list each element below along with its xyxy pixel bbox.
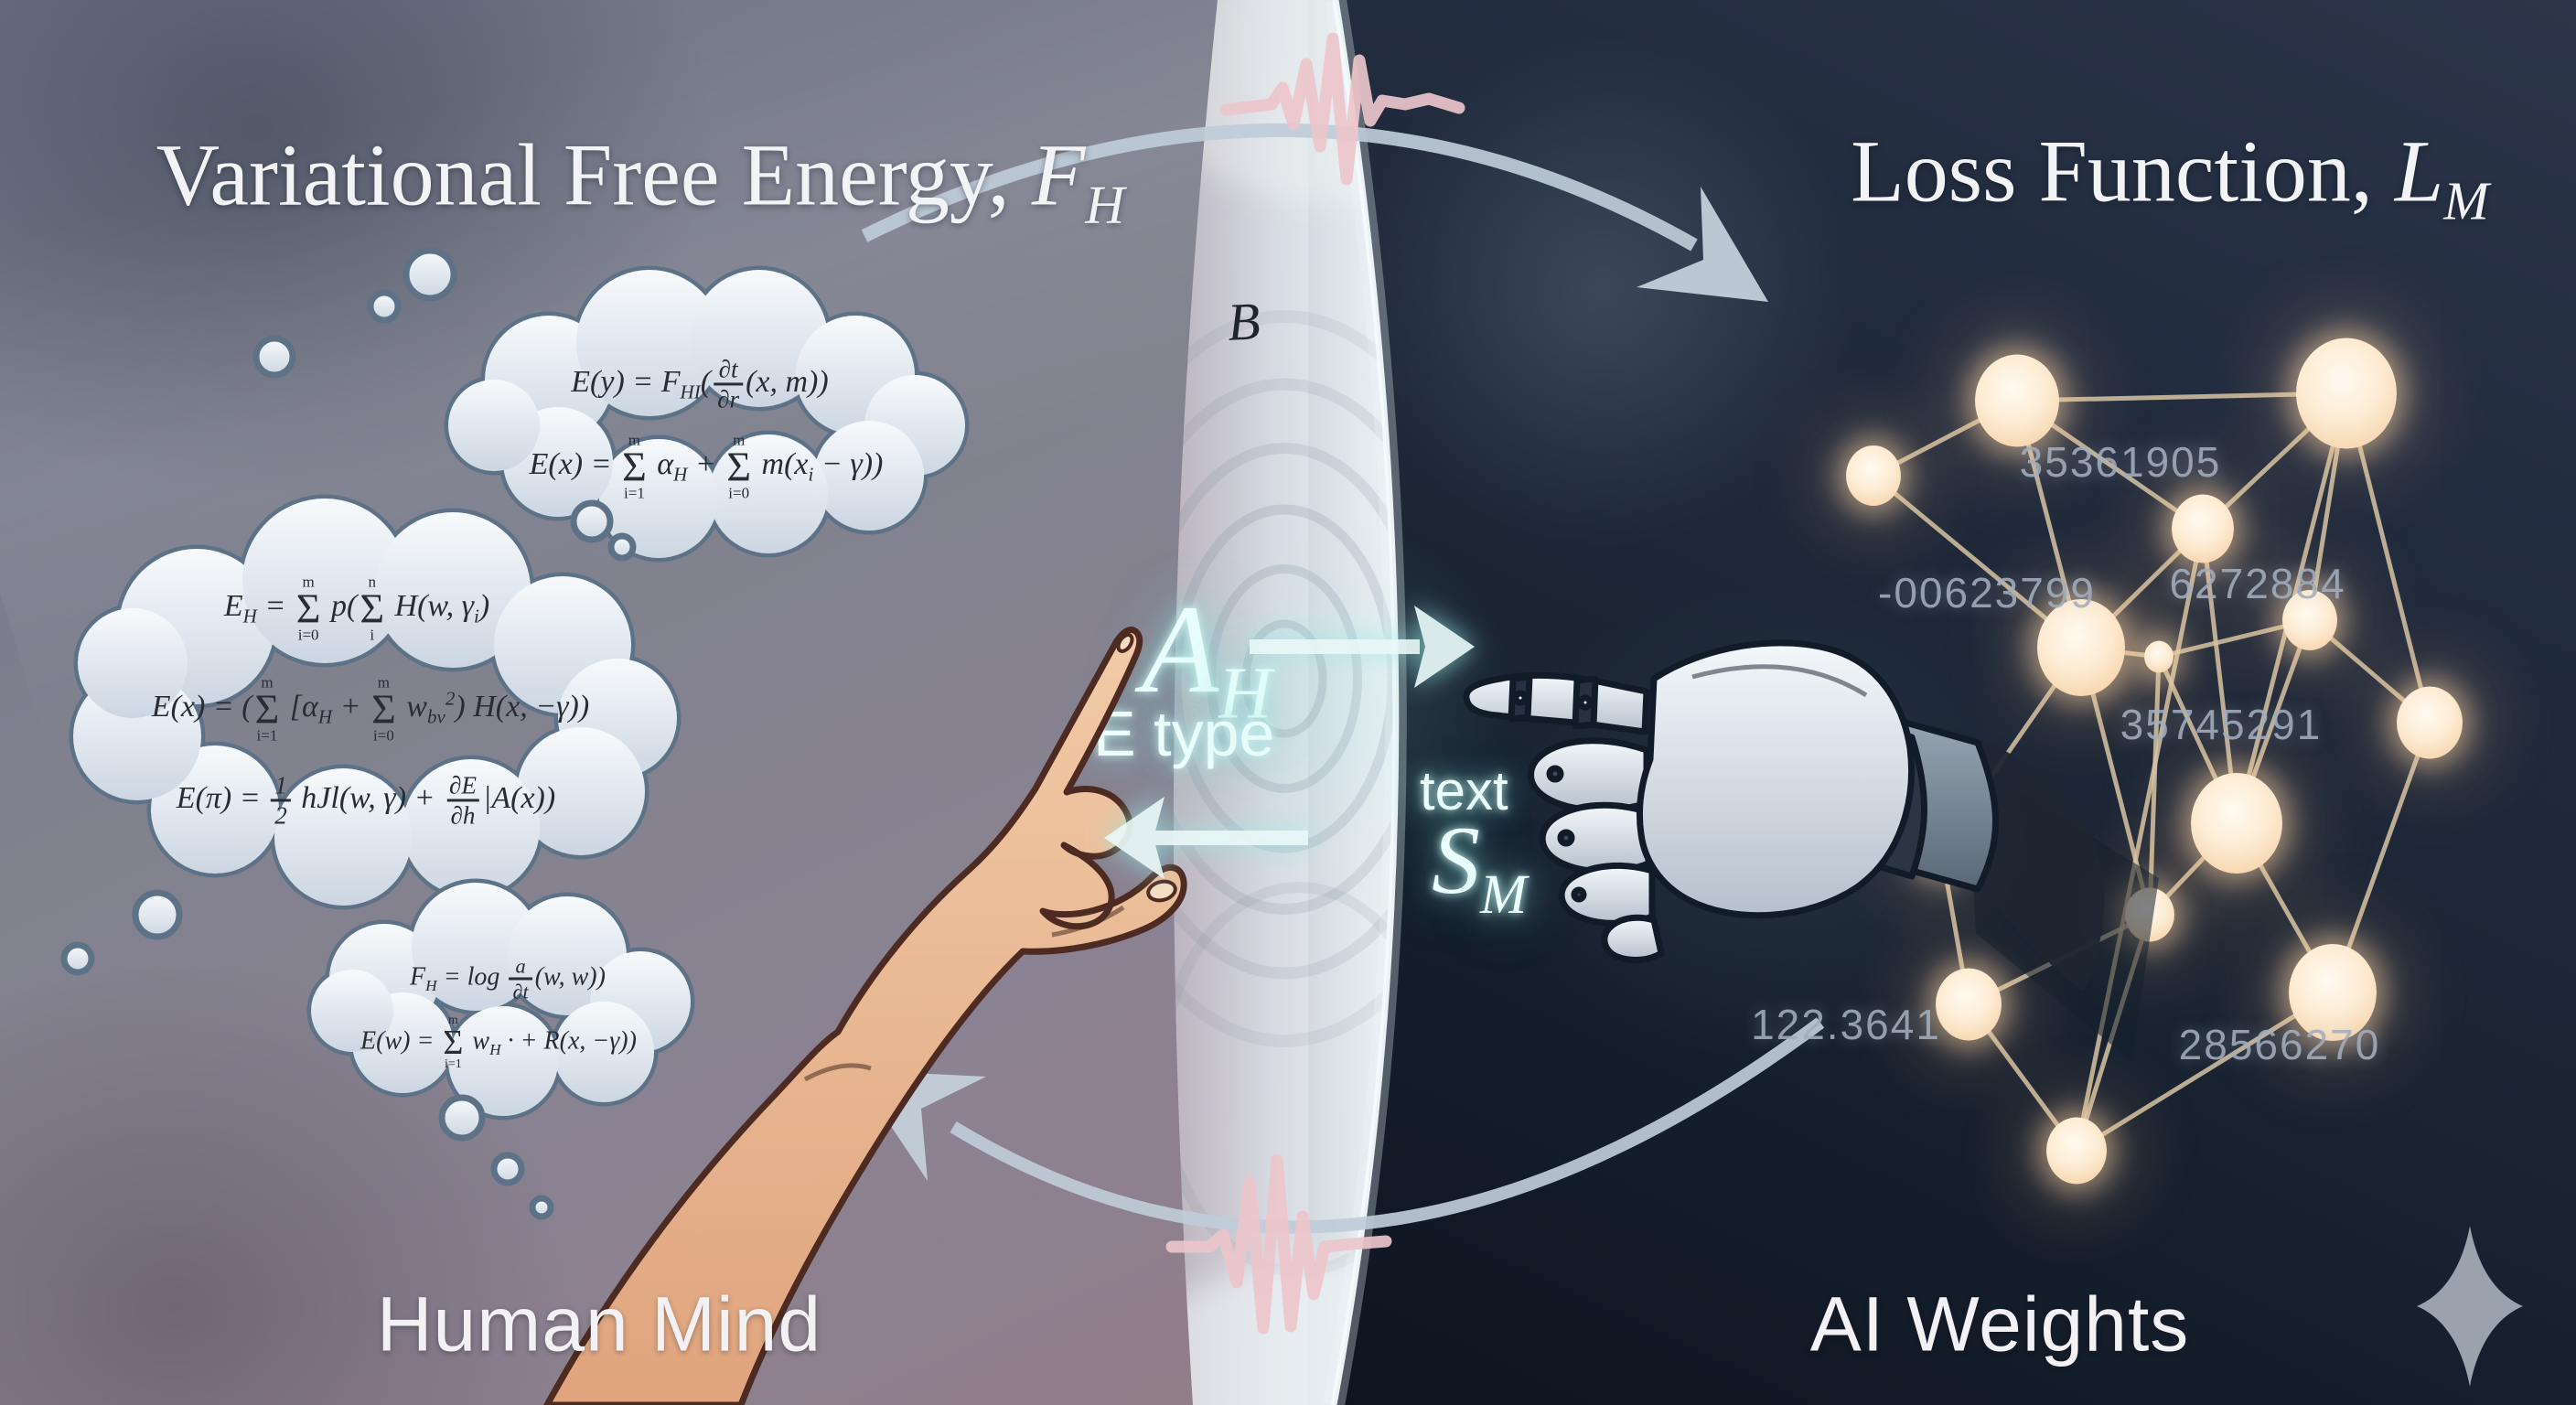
fingertip-glow (1089, 512, 1519, 896)
right-panel-title: Loss Function, LM (1851, 122, 2489, 231)
signal-to-human-label: SM (1432, 807, 1528, 927)
membrane-label: B (1226, 291, 1262, 352)
right-haze-low (1482, 585, 2049, 1061)
ai-weights-caption: AI Weights (1809, 1281, 2190, 1367)
text-label: text (1420, 759, 1508, 822)
equation: E(y) = FHI(∂t∂r(x, m)) (571, 355, 829, 413)
equation: FH = log a∂t(w, w)) (410, 954, 606, 1003)
human-mind-caption: Human Mind (376, 1281, 822, 1367)
right-haze (1345, 37, 1857, 549)
left-panel-title: Variational Free Energy, FH (156, 125, 1125, 235)
